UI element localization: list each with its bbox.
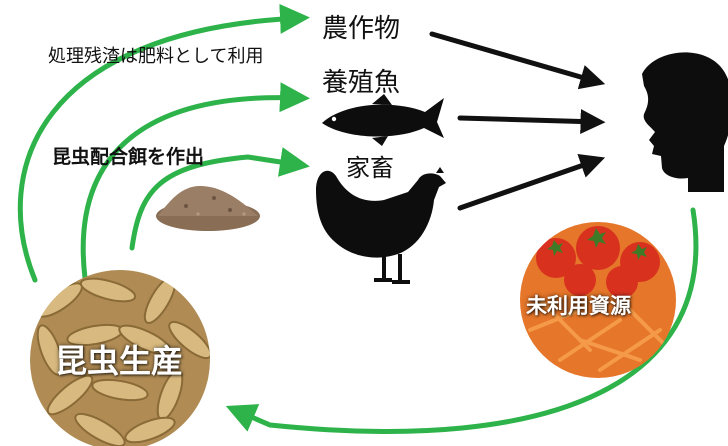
arrow-recycle-to-crops (17, 3, 310, 283)
arrow-livestock-to-human (457, 153, 606, 211)
chicken-icon (316, 167, 446, 284)
fish-icon (322, 94, 444, 146)
unused-resources-label: 未利用資源 (526, 294, 631, 318)
unused-resources-image (520, 222, 676, 378)
feed-note-label: 昆虫配合餌を作出 (52, 146, 205, 168)
arrow-insect-to-fish (80, 82, 310, 281)
insect-production-label: 昆虫生産 (55, 342, 184, 380)
arrow-crops-to-human (429, 31, 606, 90)
crops-label: 農作物 (322, 14, 401, 44)
arrow-unused-to-insect (225, 207, 699, 434)
livestock-label: 家畜 (346, 154, 394, 182)
arrow-feed-to-livestock (129, 147, 310, 251)
green-cycle-arrows (17, 3, 699, 434)
black-arrows (429, 31, 606, 211)
feed-powder-image (156, 186, 260, 231)
recycle-note-label: 処理残渣は肥料として利用 (48, 46, 264, 67)
human-head-icon (642, 52, 728, 192)
insect-larvae-image (30, 270, 210, 446)
arrow-fish-to-human (457, 108, 606, 134)
farmed-fish-label: 養殖魚 (322, 68, 401, 98)
